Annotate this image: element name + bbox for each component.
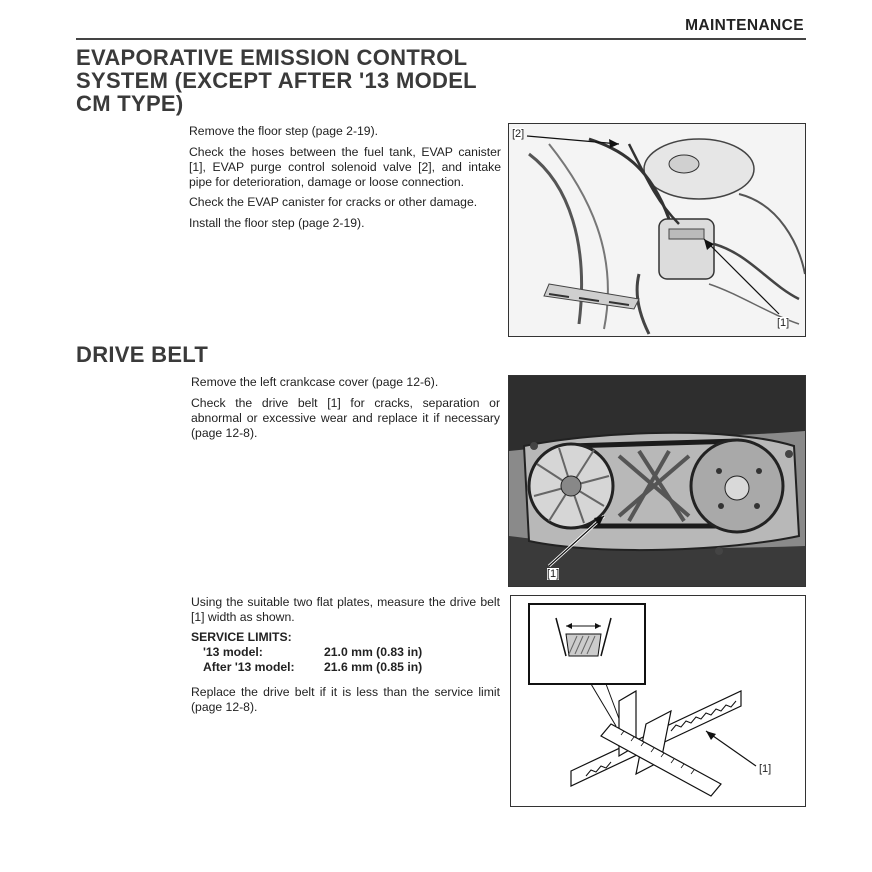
text-line: (page 12-8). <box>191 426 258 440</box>
evap-step-check-canister: Check the EVAP canister for cracks or ot… <box>189 195 478 209</box>
service-limit-label: After '13 model: <box>203 660 295 674</box>
text-line: pipe for deterioration, damage or loose … <box>189 175 465 189</box>
service-limit-row: After '13 model: 21.6 mm (0.85 in) <box>191 660 422 675</box>
text-line: abnormal or excessive wear and replace i… <box>191 411 500 425</box>
evap-title-line: CM TYPE) <box>76 91 184 116</box>
text-line: Using the suitable two flat plates, meas… <box>191 595 500 609</box>
evap-section-title: EVAPORATIVE EMISSION CONTROL SYSTEM (EXC… <box>76 46 477 115</box>
text-line: [1], EVAP purge control solenoid valve [… <box>189 160 501 174</box>
belt-diagram-callout-1: [1] <box>759 763 772 775</box>
text-line: (page 12-8). <box>191 700 258 714</box>
belt-step-check-belt: Check the drive belt [1] for cracks, sep… <box>191 396 500 441</box>
belt-step-measure-width: Using the suitable two flat plates, meas… <box>191 595 500 625</box>
belt-step-remove-cover: Remove the left crankcase cover (page 12… <box>191 375 439 389</box>
service-limit-row: '13 model: 21.0 mm (0.83 in) <box>191 645 422 660</box>
service-limit-label: '13 model: <box>203 645 263 659</box>
text-line: Check the hoses between the fuel tank, E… <box>189 145 501 159</box>
service-limits-block: SERVICE LIMITS: '13 model: 21.0 mm (0.83… <box>191 630 422 675</box>
text-line: Replace the drive belt if it is less tha… <box>191 685 500 699</box>
evap-title-line: EVAPORATIVE EMISSION CONTROL <box>76 45 468 70</box>
evap-callout-1: [1] <box>777 317 790 329</box>
drive-belt-photo: [1] <box>508 375 806 587</box>
header-rule <box>76 38 806 40</box>
belt-width-measurement-diagram: [1] <box>510 595 806 807</box>
evap-callout-2: [2] <box>512 128 525 140</box>
belt-photo-callout-1: [1] <box>547 568 560 580</box>
text-line: Check the drive belt [1] for cracks, sep… <box>191 396 500 410</box>
belt-step-replace: Replace the drive belt if it is less tha… <box>191 685 500 715</box>
text-line: [1] width as shown. <box>191 610 295 624</box>
section-header-label: MAINTENANCE <box>685 17 804 34</box>
evap-canister-photo: [2] [1] <box>508 123 806 337</box>
evap-step-check-hoses: Check the hoses between the fuel tank, E… <box>189 145 501 190</box>
drive-belt-section-title: DRIVE BELT <box>76 342 209 367</box>
evap-step-install-floor: Install the floor step (page 2-19). <box>189 216 365 230</box>
service-limit-value: 21.6 mm (0.85 in) <box>324 660 423 674</box>
evap-step-remove-floor: Remove the floor step (page 2-19). <box>189 124 379 138</box>
service-limit-value: 21.0 mm (0.83 in) <box>324 645 423 659</box>
service-limits-title: SERVICE LIMITS: <box>191 630 292 644</box>
evap-title-line: SYSTEM (EXCEPT AFTER '13 MODEL <box>76 68 477 93</box>
